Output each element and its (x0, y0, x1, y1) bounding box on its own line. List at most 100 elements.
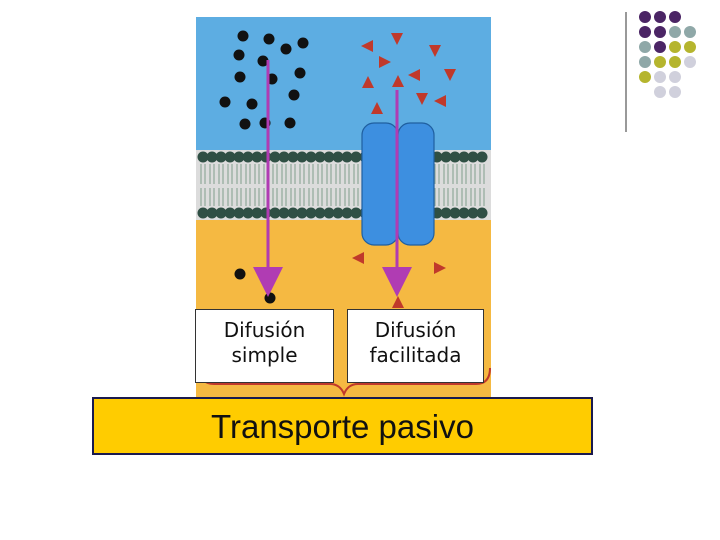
simple-molecule (246, 98, 258, 110)
phospholipid-head (287, 151, 299, 163)
decor-dot (669, 41, 681, 53)
phospholipid-head (440, 151, 452, 163)
decor-dot (654, 56, 666, 68)
facilitated-molecule (361, 40, 373, 52)
decor-dot (669, 26, 681, 38)
grouping-brace (199, 367, 491, 397)
phospholipid-head (215, 151, 227, 163)
facilitated-label-line2: facilitada (369, 343, 462, 367)
simple-molecule (234, 268, 246, 280)
simple-molecule (294, 67, 306, 79)
phospholipid-head (269, 207, 281, 219)
decor-dot (669, 11, 681, 23)
phospholipid-head (314, 207, 326, 219)
phospholipid-head (458, 151, 470, 163)
phospholipid-head (287, 207, 299, 219)
decor-dot (669, 71, 681, 83)
phospholipid-head (224, 207, 236, 219)
facilitated-molecule (391, 33, 403, 45)
facilitated-molecule (429, 45, 441, 57)
simple-molecule (234, 71, 246, 83)
phospholipid-head (269, 151, 281, 163)
simple-molecule (288, 89, 300, 101)
phospholipid-head (449, 207, 461, 219)
simple-molecule (237, 30, 249, 42)
facilitated-molecule (371, 102, 383, 114)
simple-label-line1: Difusión (223, 318, 306, 342)
phospholipid-head (278, 207, 290, 219)
phospholipid-head (206, 207, 218, 219)
facilitated-molecule (352, 252, 364, 264)
phospholipid-head (458, 207, 470, 219)
phospholipid-head (215, 207, 227, 219)
simple-molecule (280, 43, 292, 55)
phospholipid-head (350, 207, 362, 219)
facilitated-molecule (392, 296, 404, 308)
phospholipid-head (449, 151, 461, 163)
phospholipid-head (197, 207, 209, 219)
phospholipid-head (341, 207, 353, 219)
decor-dot (654, 86, 666, 98)
phospholipid-head (305, 207, 317, 219)
phospholipid-head (350, 151, 362, 163)
facilitated-diffusion-molecules (352, 33, 456, 308)
decor-dot (639, 26, 651, 38)
decor-dot (684, 26, 696, 38)
decor-dot (639, 11, 651, 23)
phospholipid-head (314, 151, 326, 163)
facilitated-label-line1: Difusión (374, 318, 457, 342)
phospholipid-head (206, 151, 218, 163)
decor-dot (654, 71, 666, 83)
phospholipid-head (332, 151, 344, 163)
phospholipid-head (476, 151, 488, 163)
decor-dot (684, 41, 696, 53)
simple-molecule (257, 55, 269, 67)
simple-label-line2: simple (231, 343, 298, 367)
decor-dot (639, 41, 651, 53)
decor-dot (654, 26, 666, 38)
simple-molecule (239, 118, 251, 130)
facilitated-molecule (434, 95, 446, 107)
phospholipid-head (440, 207, 452, 219)
phospholipid-head (233, 207, 245, 219)
phospholipid-head (233, 151, 245, 163)
facilitated-molecule (379, 56, 391, 68)
passive-transport-banner: Transporte pasivo (92, 397, 593, 455)
phospholipid-head (476, 207, 488, 219)
decor-dot (654, 11, 666, 23)
decor-dot (654, 41, 666, 53)
phospholipid-head (305, 151, 317, 163)
facilitated-molecule (392, 75, 404, 87)
simple-molecule (284, 117, 296, 129)
phospholipid-head (332, 207, 344, 219)
simple-molecule (233, 49, 245, 61)
phospholipid-head (467, 207, 479, 219)
facilitated-molecule (444, 69, 456, 81)
phospholipid-head (197, 151, 209, 163)
phospholipid-head (242, 207, 254, 219)
phospholipid-head (224, 151, 236, 163)
simple-molecule (297, 37, 309, 49)
phospholipid-head (251, 207, 263, 219)
decor-dot (639, 71, 651, 83)
simple-diffusion-molecules (219, 30, 309, 304)
phospholipid-head (323, 151, 335, 163)
simple-molecule (263, 33, 275, 45)
phospholipid-head (251, 151, 263, 163)
simple-molecule (219, 96, 231, 108)
phospholipid-head (278, 151, 290, 163)
simple-molecule (264, 292, 276, 304)
facilitated-molecule (362, 76, 374, 88)
phospholipid-head (467, 151, 479, 163)
phospholipid-head (296, 151, 308, 163)
decor-dot (669, 86, 681, 98)
simple-diffusion-label: Difusión simple (195, 309, 334, 383)
phospholipid-head (296, 207, 308, 219)
phospholipid-head (341, 151, 353, 163)
facilitated-diffusion-label: Difusión facilitada (347, 309, 484, 383)
facilitated-molecule (434, 262, 446, 274)
phospholipid-head (242, 151, 254, 163)
decor-dot (669, 56, 681, 68)
decor-dot-grid (639, 11, 696, 98)
